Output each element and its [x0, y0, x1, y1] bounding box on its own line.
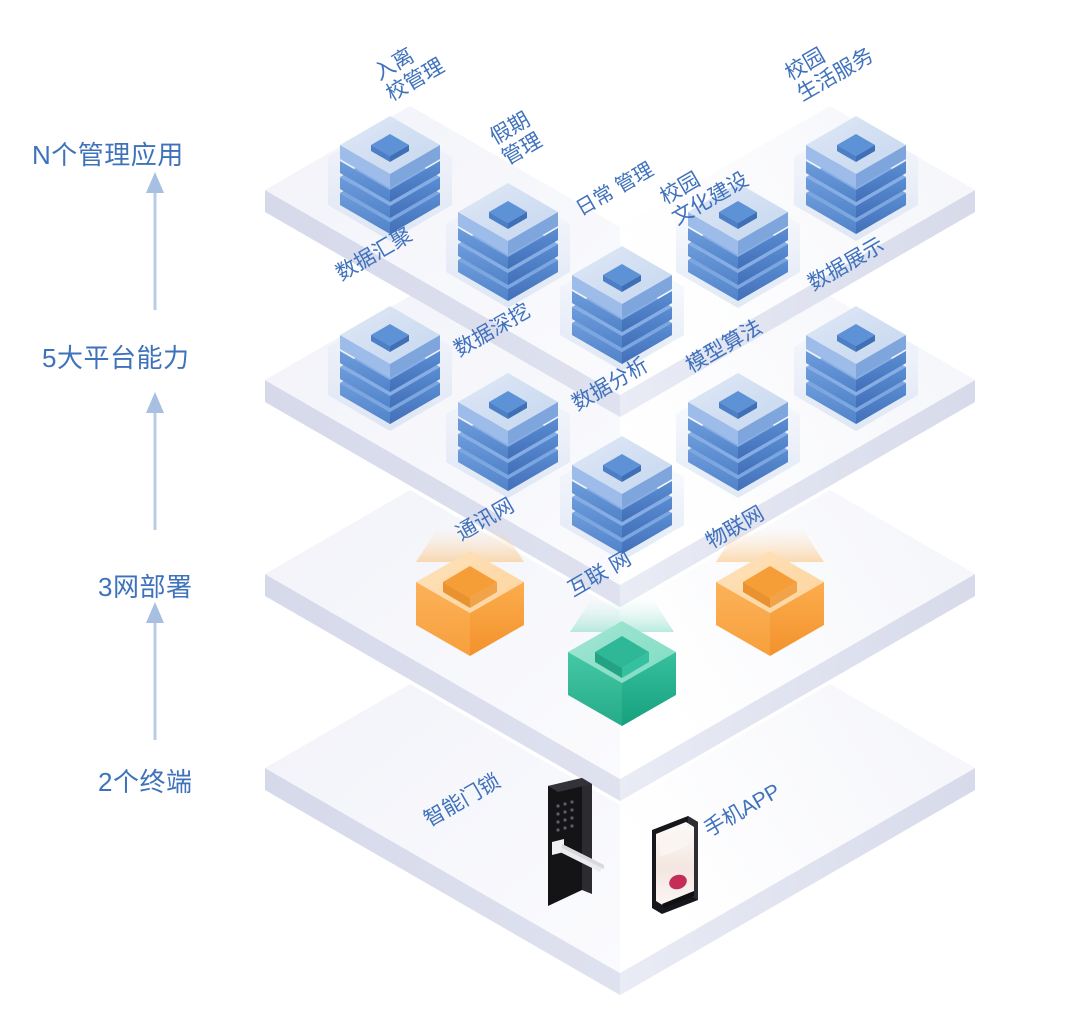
- axis-label-apps: N个管理应用: [32, 140, 184, 170]
- slab-terminal: [265, 684, 975, 995]
- device-smart-door-lock[interactable]: [548, 778, 604, 906]
- arrow-terminal-to-network: [146, 602, 164, 740]
- device-mobile-phone[interactable]: [652, 816, 698, 914]
- arrow-platform-to-apps: [146, 172, 164, 310]
- axis-label-terminal: 2个终端: [98, 767, 193, 797]
- arrow-network-to-platform: [146, 392, 164, 530]
- axis-label-network: 3网部署: [98, 572, 193, 602]
- axis-label-platform: 5大平台能力: [42, 343, 190, 373]
